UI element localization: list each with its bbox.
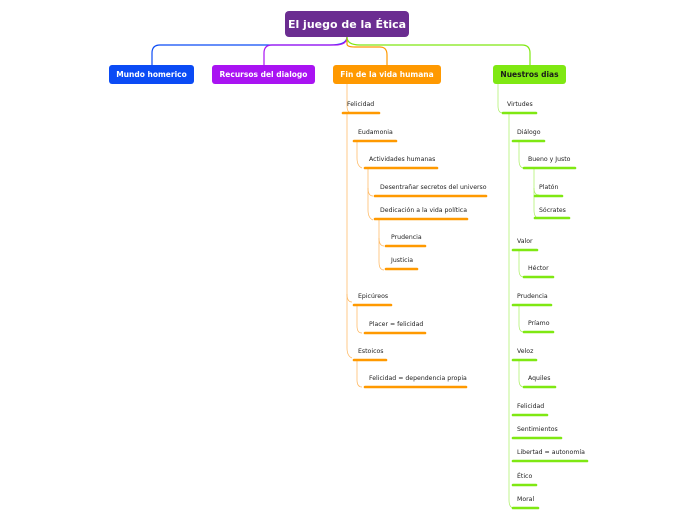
topic-virtudes[interactable]: Virtudes xyxy=(507,101,533,108)
branch-fin-vida-humana[interactable]: Fin de la vida humana xyxy=(333,65,441,84)
topic-sentimientos[interactable]: Sentimientos xyxy=(517,426,558,433)
connector-root-recursos xyxy=(263,36,348,65)
fin-tree-lines xyxy=(346,84,385,388)
topic-libertad-autonomia[interactable]: Libertad = autonomía xyxy=(517,449,585,456)
nuestros-underlines xyxy=(501,111,589,510)
topic-socrates[interactable]: Sócrates xyxy=(539,207,566,214)
topic-eudamonia[interactable]: Eudamonia xyxy=(358,129,393,136)
topic-hector[interactable]: Héctor xyxy=(528,265,549,272)
topic-justicia[interactable]: Justicia xyxy=(391,257,414,264)
topic-platon[interactable]: Platón xyxy=(539,184,559,191)
topic-veloz[interactable]: Veloz xyxy=(517,348,534,355)
topic-felicidad[interactable]: Felicidad xyxy=(347,101,375,108)
topic-placer-felicidad[interactable]: Placer = felicidad xyxy=(369,321,424,328)
topic-felicidad-dependencia[interactable]: Felicidad = dependencia propia xyxy=(369,375,467,382)
central-topic[interactable]: El juego de la Ética xyxy=(285,11,409,37)
topic-bueno-justo[interactable]: Bueno y Justo xyxy=(528,156,571,163)
topic-prudencia-nd[interactable]: Prudencia xyxy=(517,293,548,300)
topic-felicidad-nd[interactable]: Felicidad xyxy=(517,403,545,410)
branch-mundo-homerico[interactable]: Mundo homerico xyxy=(109,65,194,84)
topic-epicureos[interactable]: Epicúreos xyxy=(358,293,389,300)
connector-root-mundo xyxy=(151,36,348,65)
topic-estoicos[interactable]: Estoicos xyxy=(358,348,384,355)
topic-priamo[interactable]: Príamo xyxy=(528,320,550,327)
topic-aquiles[interactable]: Aquiles xyxy=(528,375,551,382)
connector-root-nuestros xyxy=(346,36,531,65)
branch-nuestros-dias[interactable]: Nuestros dias xyxy=(493,65,566,84)
fin-underlines xyxy=(341,111,488,389)
topic-desentranar-secretos[interactable]: Desentrañar secretos del universo xyxy=(380,184,487,191)
topic-dialogo[interactable]: Diálogo xyxy=(517,129,541,136)
topic-etico[interactable]: Ético xyxy=(517,473,533,480)
branch-recursos-dialogo[interactable]: Recursos del dialogo xyxy=(212,65,315,84)
topic-prudencia[interactable]: Prudencia xyxy=(391,234,422,241)
topic-valor[interactable]: Valor xyxy=(517,238,533,245)
topic-moral[interactable]: Moral xyxy=(517,496,535,503)
topic-actividades-humanas[interactable]: Actividades humanas xyxy=(369,156,436,163)
topic-dedicacion-vida-politica[interactable]: Dedicación a la vida política xyxy=(380,207,467,214)
connector-root-fin xyxy=(346,37,388,65)
